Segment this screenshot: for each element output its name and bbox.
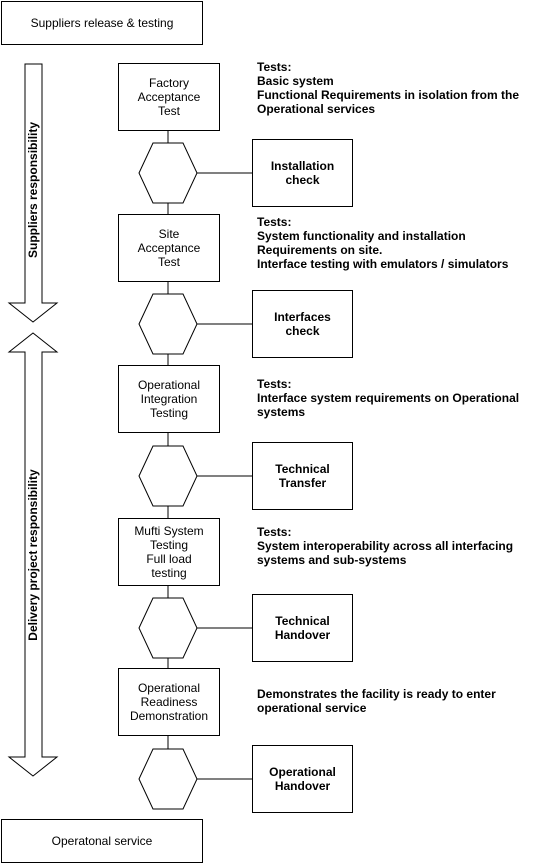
stage-operational-integration-testing: Operational Integration Testing: [118, 365, 220, 433]
check-interfaces: Interfaces check: [252, 290, 353, 358]
suppliers-release-box: Suppliers release & testing: [1, 1, 203, 45]
delivery-responsibility-label: Delivery project responsibility: [26, 469, 40, 641]
suppliers-responsibility-label: Suppliers responsibility: [26, 121, 40, 258]
gate-hexagon: [138, 293, 198, 355]
check-technical-handover: Technical Handover: [252, 594, 353, 662]
stage-description: Tests: System functionality and installa…: [257, 215, 509, 271]
gate-hexagon: [138, 142, 198, 204]
stage-site-acceptance-test: Site Acceptance Test: [118, 214, 220, 282]
stage-description: Tests: System interoperability across al…: [257, 525, 514, 567]
stage-factory-acceptance-test: Factory Acceptance Test: [118, 63, 220, 131]
gate-hexagon: [138, 597, 198, 659]
gate-hexagon: [138, 748, 198, 810]
check-technical-transfer: Technical Transfer: [252, 442, 353, 510]
delivery-arrow: [7, 332, 59, 777]
stage-description: Tests: Basic system Functional Requireme…: [257, 60, 520, 116]
stage-operational-readiness-demonstration: Operational Readiness Demonstration: [118, 668, 220, 736]
stage-description: Demonstrates the facility is ready to en…: [257, 687, 496, 715]
gate-hexagon: [138, 445, 198, 507]
suppliers-arrow: [7, 63, 59, 323]
check-installation: Installation check: [252, 139, 353, 207]
stage-description: Tests: Interface system requirements on …: [257, 377, 520, 419]
check-operational-handover: Operational Handover: [252, 745, 353, 813]
stage-multi-system-testing: Mufti System Testing Full load testing: [118, 518, 220, 586]
operational-service-box: Operatonal service: [1, 819, 203, 863]
